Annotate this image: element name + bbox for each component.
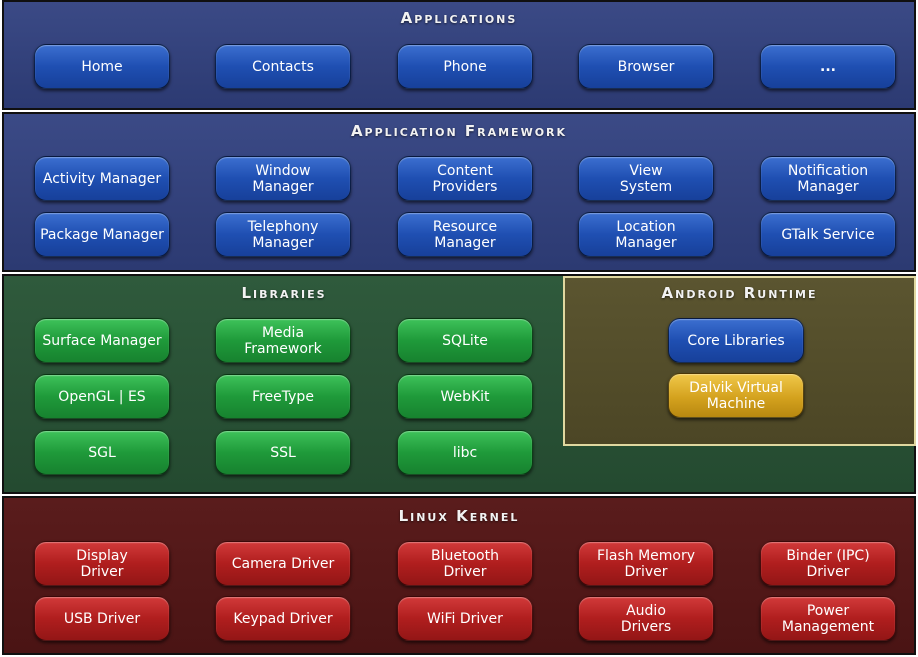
dalvik-virtual-machine: Dalvik Virtual Machine [668,373,804,418]
binder-ipc-driver: Binder (IPC) Driver [760,541,896,586]
freetype: FreeType [215,374,351,419]
usb-driver: USB Driver [34,596,170,641]
content-providers: Content Providers [397,156,533,201]
linux-kernel-title: Linux Kernel [398,507,520,525]
linux-kernel-layer: Linux Kernel Display Driver Camera Drive… [2,496,916,655]
app-browser: Browser [578,44,714,89]
surface-manager: Surface Manager [34,318,170,363]
webkit: WebKit [397,374,533,419]
app-home: Home [34,44,170,89]
view-system: View System [578,156,714,201]
android-runtime-title: Android Runtime [661,284,818,302]
ssl: SSL [215,430,351,475]
framework-title: Application Framework [350,122,568,140]
activity-manager: Activity Manager [34,156,170,201]
framework-layer: Application Framework Activity Manager W… [2,112,916,272]
sgl: SGL [34,430,170,475]
opengl-es: OpenGL | ES [34,374,170,419]
package-manager: Package Manager [34,212,170,257]
libc: libc [397,430,533,475]
display-driver: Display Driver [34,541,170,586]
app-more: ... [760,44,896,89]
app-phone: Phone [397,44,533,89]
app-contacts: Contacts [215,44,351,89]
android-runtime-layer: Android Runtime Core Libraries Dalvik Vi… [563,276,916,446]
gtalk-service: GTalk Service [760,212,896,257]
window-manager: Window Manager [215,156,351,201]
location-manager: Location Manager [578,212,714,257]
camera-driver: Camera Driver [215,541,351,586]
power-management: Power Management [760,596,896,641]
audio-drivers: Audio Drivers [578,596,714,641]
wifi-driver: WiFi Driver [397,596,533,641]
media-framework: Media Framework [215,318,351,363]
resource-manager: Resource Manager [397,212,533,257]
applications-title: Applications [400,9,518,27]
applications-layer: Applications Home Contacts Phone Browser… [2,0,916,110]
core-libraries: Core Libraries [668,318,804,363]
libraries-title: Libraries [241,284,327,302]
keypad-driver: Keypad Driver [215,596,351,641]
flash-memory-driver: Flash Memory Driver [578,541,714,586]
telephony-manager: Telephony Manager [215,212,351,257]
notification-manager: Notification Manager [760,156,896,201]
sqlite: SQLite [397,318,533,363]
bluetooth-driver: Bluetooth Driver [397,541,533,586]
